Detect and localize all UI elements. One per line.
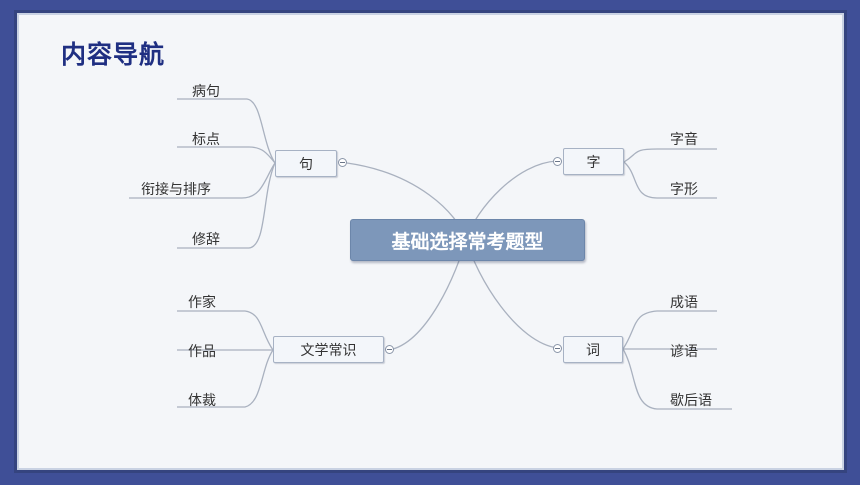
link-wenxue-ticai xyxy=(177,349,274,408)
center-topic[interactable]: 基础选择常考题型 xyxy=(350,219,585,261)
branch-ju[interactable]: 句 xyxy=(275,150,337,177)
branch-ci[interactable]: 词 xyxy=(563,336,623,363)
branch-zi[interactable]: 字 xyxy=(563,148,624,175)
link-ju-xiuci xyxy=(177,162,276,249)
link-zi-ziyin xyxy=(623,148,717,163)
collapse-toggle-zi-icon[interactable] xyxy=(553,157,562,166)
leaf-xiuci[interactable]: 修辞 xyxy=(192,232,220,248)
link-ju-xianjie xyxy=(129,162,276,199)
link-ci-xiehouyu xyxy=(622,348,732,410)
leaf-xiehouyu[interactable]: 歇后语 xyxy=(670,393,712,409)
branch-wenxue[interactable]: 文学常识 xyxy=(273,336,384,363)
collapse-toggle-ci-icon[interactable] xyxy=(553,344,562,353)
leaf-zuojia[interactable]: 作家 xyxy=(188,295,216,311)
link-ju-biaodian xyxy=(177,146,276,164)
page-title: 内容导航 xyxy=(61,40,166,69)
leaf-zuopin[interactable]: 作品 xyxy=(188,344,216,360)
leaf-yanyu[interactable]: 谚语 xyxy=(670,344,698,360)
link-ju-bingju xyxy=(177,98,276,164)
slide: 内容导航 基础选择常考题型 句 xyxy=(17,13,844,470)
leaf-bingju[interactable]: 病句 xyxy=(192,84,220,100)
link-ci-chengyu xyxy=(622,310,717,350)
collapse-toggle-ju-icon[interactable] xyxy=(338,158,347,167)
leaf-xianjie[interactable]: 衔接与排序 xyxy=(141,182,211,198)
leaf-biaodian[interactable]: 标点 xyxy=(192,132,220,148)
leaf-zixing[interactable]: 字形 xyxy=(670,182,698,198)
collapse-toggle-wenxue-icon[interactable] xyxy=(385,345,394,354)
link-zi-zixing xyxy=(623,161,717,199)
leaf-chengyu[interactable]: 成语 xyxy=(670,295,698,311)
leaf-ziyin[interactable]: 字音 xyxy=(670,132,698,148)
link-wenxue-zuojia xyxy=(177,310,274,351)
leaf-ticai[interactable]: 体裁 xyxy=(188,393,216,409)
